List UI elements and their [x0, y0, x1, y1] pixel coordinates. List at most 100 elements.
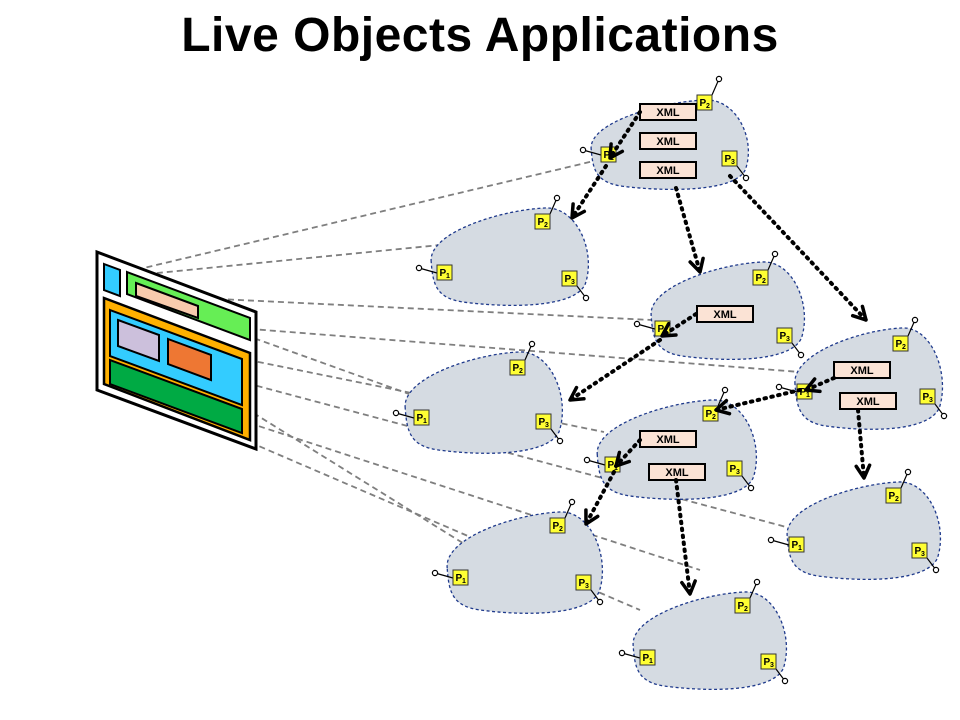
- port-p2-box: [734, 597, 751, 614]
- port-p3-label: P: [730, 464, 737, 475]
- port-terminal: [721, 386, 729, 394]
- dotted-arrow-shaft: [608, 110, 642, 160]
- dotted-arrow-head: [804, 377, 822, 394]
- dotted-arrow-shaft: [856, 408, 866, 480]
- port-p3-subscript: 3: [786, 336, 790, 343]
- port-p2-subscript: 2: [902, 344, 906, 351]
- dashed-connection: [197, 317, 413, 396]
- port-p3-box: [535, 413, 552, 430]
- dotted-arrow-head: [568, 385, 586, 402]
- port-terminal: [904, 468, 912, 476]
- port-p3-label: P: [725, 154, 732, 165]
- port-p2-box: [752, 269, 769, 286]
- port-p2-subscript: 2: [519, 368, 523, 375]
- port-terminal: [771, 250, 779, 258]
- xml-label: XML: [665, 467, 689, 479]
- xml-box: [839, 392, 897, 410]
- port-p2-label: P: [896, 339, 903, 350]
- port-p2-subscript: 2: [559, 526, 563, 533]
- port-terminal: [633, 320, 641, 328]
- live-object-shape: [596, 399, 758, 500]
- port-terminal: [583, 456, 591, 464]
- port-terminal: [528, 340, 536, 348]
- port-p2-subscript: 2: [762, 278, 766, 285]
- port-p2-label: P: [513, 363, 520, 374]
- port-p1-box: [452, 569, 469, 586]
- port-p2-box: [702, 405, 719, 422]
- dotted-arrow-head: [608, 142, 625, 160]
- port-terminal: [556, 437, 564, 445]
- port-p1-label: P: [658, 324, 665, 335]
- dotted-arrow-head: [850, 304, 868, 322]
- port-terminal: [715, 75, 723, 83]
- port-terminal: [932, 566, 940, 574]
- port-p1-label: P: [440, 268, 447, 279]
- dotted-arrow-head: [680, 579, 697, 596]
- application-window-icon: [95, 249, 258, 452]
- port-terminal: [797, 351, 805, 359]
- live-object-shape: [632, 591, 788, 691]
- xml-label: XML: [656, 136, 680, 148]
- port-terminal: [753, 578, 761, 586]
- port-p2-box: [885, 487, 902, 504]
- dotted-arrow-head: [584, 508, 600, 526]
- port-terminal: [553, 194, 561, 202]
- port-p1-subscript: 1: [462, 578, 466, 585]
- dashed-connection: [199, 324, 801, 373]
- dashed-connection: [159, 359, 791, 529]
- port-p1-label: P: [643, 653, 650, 664]
- port-p1-label: P: [800, 387, 807, 398]
- dashed-connection: [197, 297, 653, 321]
- port-p3-box: [721, 150, 738, 167]
- dotted-arrow-shaft: [728, 174, 868, 322]
- port-p3-box: [575, 574, 592, 591]
- port-p1-subscript: 1: [649, 658, 653, 665]
- port-terminal: [775, 383, 783, 391]
- live-object-shape: [446, 511, 604, 614]
- port-p2-subscript: 2: [706, 103, 710, 110]
- dotted-arrow-head: [660, 321, 678, 338]
- port-p3-box: [911, 542, 928, 559]
- port-p1-subscript: 1: [614, 465, 618, 472]
- dotted-arrow: [804, 376, 836, 394]
- dotted-arrow-head: [570, 202, 587, 220]
- port-p2-label: P: [553, 521, 560, 532]
- dotted-arrow-head: [688, 256, 705, 274]
- dotted-arrow: [728, 174, 868, 322]
- port-terminal: [568, 498, 576, 506]
- window-green-panel: [109, 358, 243, 435]
- window-peach-box: [135, 281, 199, 320]
- xml-label: XML: [850, 365, 874, 377]
- port-p2-label: P: [700, 98, 707, 109]
- window-cyan-box: [103, 262, 121, 298]
- port-terminal: [415, 264, 423, 272]
- port-p1-box: [413, 409, 430, 426]
- xml-label: XML: [856, 396, 880, 408]
- dotted-arrow-shaft: [570, 164, 608, 220]
- port-p1-box: [639, 649, 656, 666]
- port-terminal: [747, 484, 755, 492]
- window-orange-box: [167, 337, 212, 382]
- slide-title: Live Objects Applications: [181, 9, 779, 62]
- port-p3-subscript: 3: [571, 279, 575, 286]
- port-terminal: [392, 409, 400, 417]
- port-p3-subscript: 3: [770, 662, 774, 669]
- dotted-arrow-head: [614, 450, 632, 468]
- port-p2-box: [549, 517, 566, 534]
- port-p2-box: [509, 359, 526, 376]
- port-terminal: [911, 316, 919, 324]
- dotted-arrow: [674, 186, 705, 274]
- port-p1-subscript: 1: [806, 392, 810, 399]
- port-p3-label: P: [764, 657, 771, 668]
- port-p3-label: P: [539, 417, 546, 428]
- port-p2-box: [696, 94, 713, 111]
- port-p3-label: P: [579, 578, 586, 589]
- port-p2-box: [892, 335, 909, 352]
